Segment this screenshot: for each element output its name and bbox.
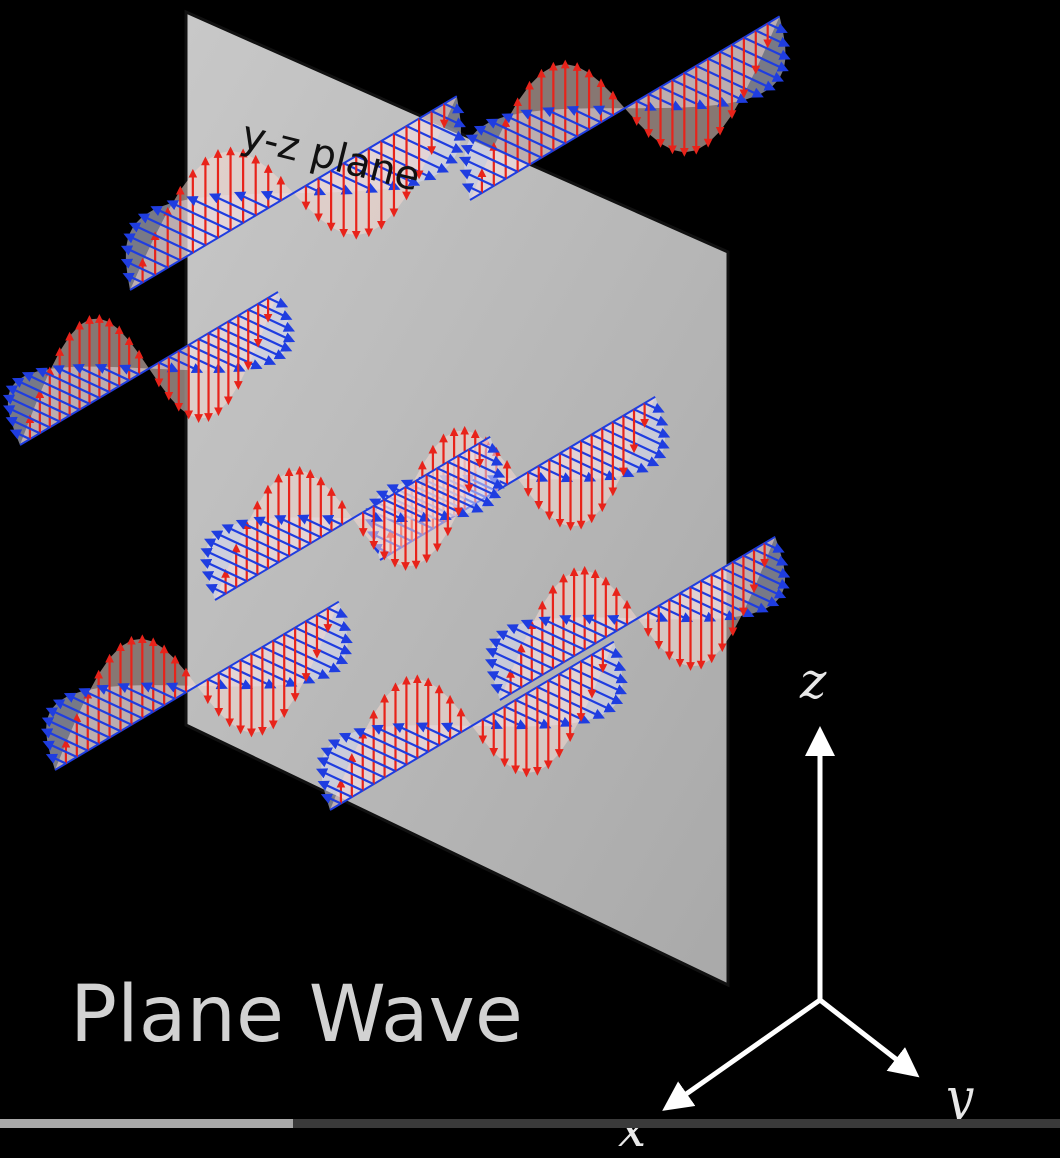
video-progress-fill <box>0 1119 293 1128</box>
wave-group <box>2 15 791 811</box>
coordinate-axes <box>662 726 920 1111</box>
y-axis <box>818 998 920 1078</box>
x-axis-label: x <box>618 1100 647 1158</box>
wave-7 <box>315 640 628 811</box>
wave-5 <box>199 435 506 601</box>
wave-1 <box>2 291 296 446</box>
wave-8 <box>484 535 791 701</box>
wave-6 <box>40 600 353 771</box>
wave-3 <box>458 15 791 201</box>
page-title: Plane Wave <box>70 970 523 1060</box>
x-axis <box>662 997 822 1111</box>
wave-2 <box>120 95 466 291</box>
y-axis-label: y <box>945 1068 974 1126</box>
video-progress-bar[interactable] <box>0 1119 1060 1128</box>
z-axis-label: z <box>800 652 827 710</box>
